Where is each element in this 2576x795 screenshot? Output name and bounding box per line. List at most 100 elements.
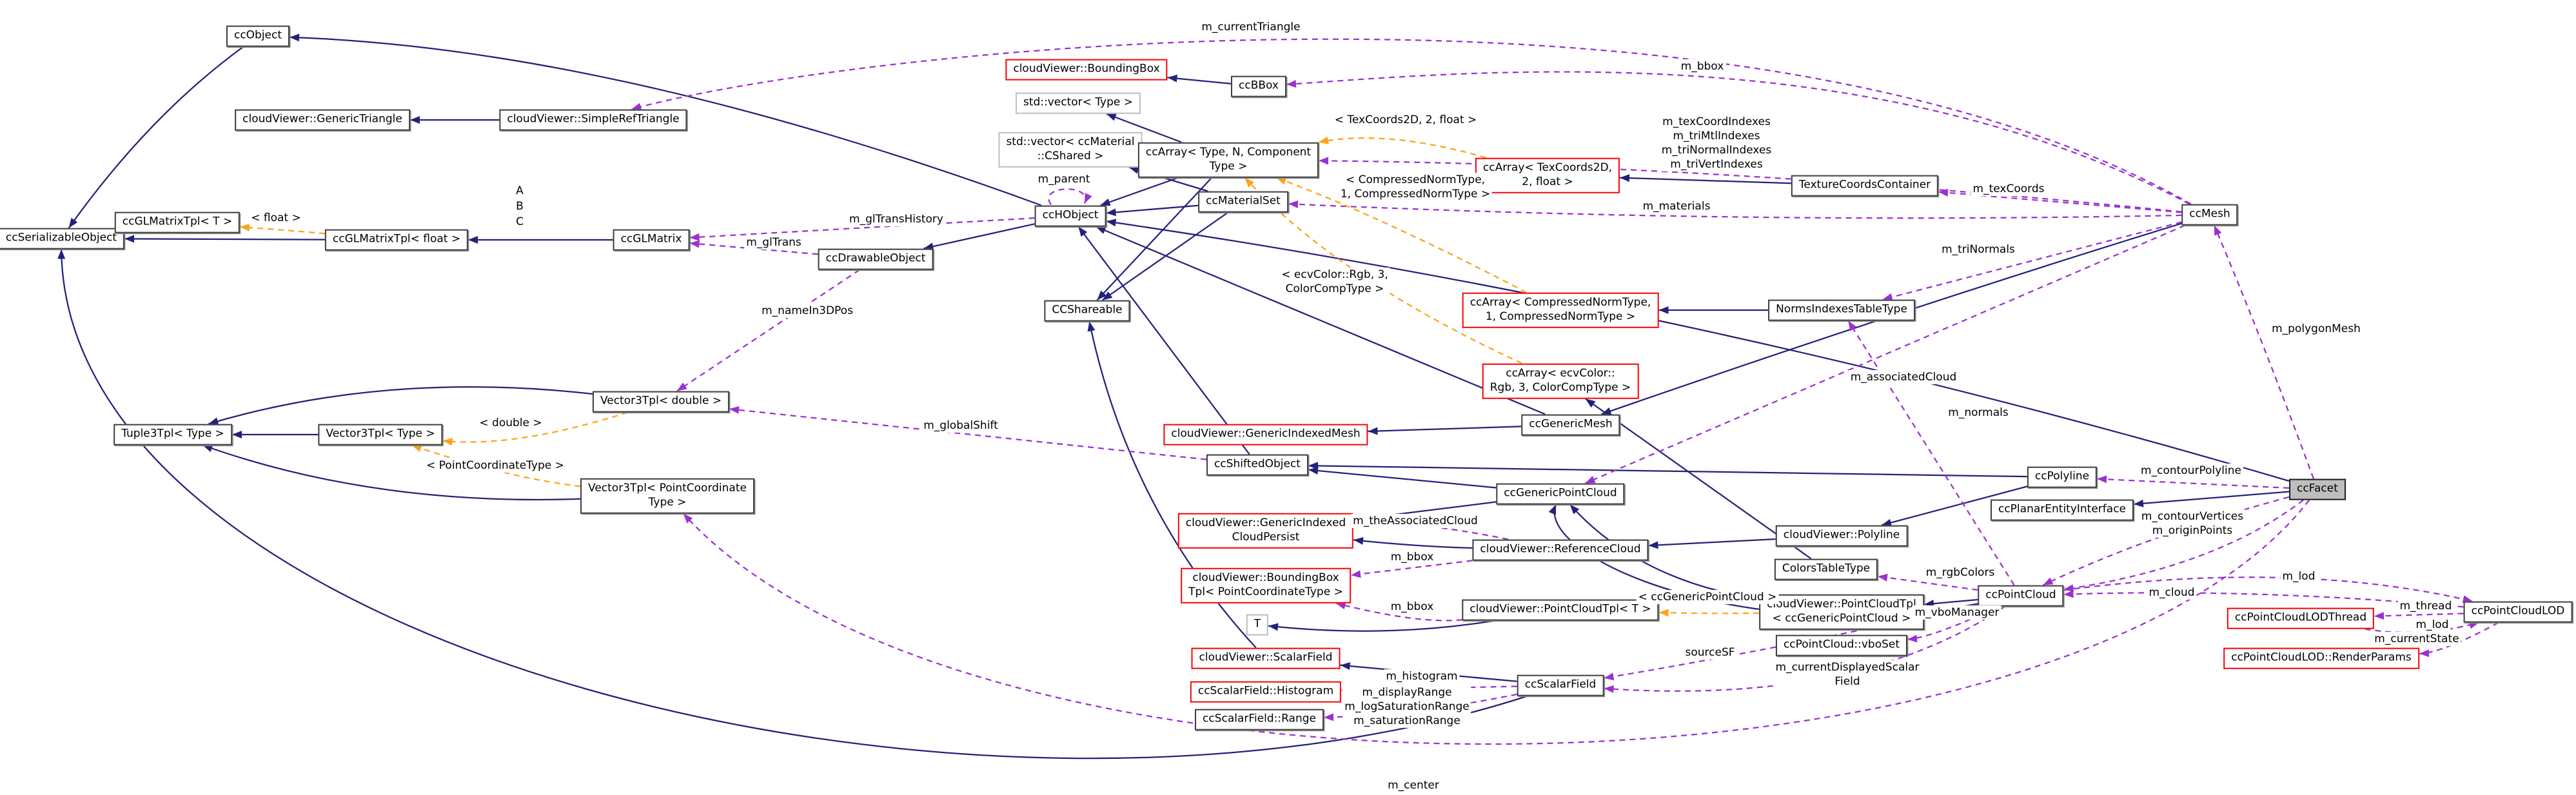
node-BBoxTpl[interactable]: cloudViewer::BoundingBox Tpl< PointCoord… [1181, 567, 1351, 604]
node-stdvector_T[interactable]: std::vector< Type > [1015, 92, 1141, 114]
node-simpleRefTriangle[interactable]: cloudViewer::SimpleRefTriangle [499, 109, 687, 131]
node-ccFacet[interactable]: ccFacet [2289, 478, 2346, 500]
edge-ScalarField_cv-CCShareable [1087, 321, 1257, 649]
edge-ccMesh-ccBBox [1286, 71, 2190, 205]
edge-ccPointCloud-NormsIndexesTableType [1847, 320, 2015, 586]
node-ccPlanarEntityInterface[interactable]: ccPlanarEntityInterface [1990, 499, 2134, 521]
edge-ccGenericPointCloud-ccShiftedObject [1308, 467, 1497, 489]
edge-ccDrawableObject-Vector3Tpl_d [676, 269, 860, 392]
edge-letter-label: C [514, 214, 526, 230]
node-ccMesh[interactable]: ccMesh [2181, 204, 2238, 226]
edge-ccArray_gen-CCShareable [1096, 177, 1213, 301]
edge-label-m_currentTriangle: m_currentTriangle [1199, 19, 1303, 35]
edge-label-m_vboManager: m_vboManager [1912, 605, 2001, 620]
edge-ccArray_gen-stdvector_T [1106, 113, 1182, 143]
node-ccArray_tex[interactable]: ccArray< TexCoords2D, 2, float > [1475, 157, 1620, 193]
edge-ccBBox-bbox_red [1167, 74, 1232, 84]
edge-ccScalarField-ccSerializableObject [57, 249, 1528, 760]
edge-label-m_nameIn3DPos: m_nameIn3DPos [760, 303, 855, 319]
edge-label-m_histogram: m_histogram [1384, 669, 1460, 684]
node-ScalarField_cv[interactable]: cloudViewer::ScalarField [1191, 647, 1341, 669]
edge-ccFacet-ccHObject [1106, 219, 2290, 482]
node-genericTriangle[interactable]: cloudViewer::GenericTriangle [235, 109, 410, 131]
edge-ccMesh-ccGenericPointCloud [1585, 224, 2186, 484]
edge-ccArray_tex-ccArray_gen [1318, 136, 1486, 159]
edge-ccGenericMesh-ccHObject [1096, 226, 1546, 415]
node-ccGenericMesh[interactable]: ccGenericMesh [1521, 414, 1620, 436]
edge-label-< TexCoords2D, 2, float >: < TexCoords2D, 2, float > [1332, 112, 1479, 128]
node-ccMaterialSet[interactable]: ccMaterialSet [1198, 191, 1288, 213]
node-ccGLMatrixTpl_float[interactable]: ccGLMatrixTpl< float > [324, 229, 469, 251]
edge-ccGLMatrixTpl_float-ccGLMatrixTpl_T [239, 223, 326, 235]
edge-label-< double >: < double > [477, 415, 544, 431]
node-ccGLMatrixTpl_T[interactable]: ccGLMatrixTpl< T > [114, 211, 241, 233]
node-ccGLMatrix[interactable]: ccGLMatrix [613, 229, 690, 251]
node-ccArray_gen[interactable]: ccArray< Type, N, Component Type > [1137, 142, 1319, 178]
edge-label-m_texCoordIndexes: m_texCoordIndexes m_triMtlIndexes m_triN… [1659, 114, 1774, 172]
edge-Polyline_cv-ReferenceCloud [1648, 538, 1776, 549]
edge-label-m_lod: m_lod [2414, 617, 2451, 633]
node-ccDrawableObject[interactable]: ccDrawableObject [818, 248, 934, 270]
node-bbox_red[interactable]: cloudViewer::BoundingBox [1005, 59, 1168, 81]
node-ccArray_rgb[interactable]: ccArray< ecvColor:: Rgb, 3, ColorCompTyp… [1482, 363, 1639, 399]
node-ccPointCloudLOD[interactable]: ccPointCloudLOD [2463, 601, 2573, 623]
node-CCShareable[interactable]: CCShareable [1044, 300, 1130, 322]
node-PointCloudTpl_T[interactable]: cloudViewer::PointCloudTpl< T > [1462, 599, 1659, 621]
edge-ccMesh-NormsIndexesTableType [1882, 221, 2182, 301]
edge-letter-label: B [514, 199, 526, 214]
edge-ccPointCloud-PointCloudTpl_cc [1923, 598, 1978, 608]
node-T_node[interactable]: T [1246, 614, 1269, 636]
node-ccHObject[interactable]: ccHObject [1034, 205, 1106, 227]
node-SF_Range[interactable]: ccScalarField::Range [1195, 709, 1324, 731]
node-Vector3Tpl_T[interactable]: Vector3Tpl< Type > [318, 424, 443, 446]
node-ccObject[interactable]: ccObject [226, 25, 290, 47]
edge-label-m_glTrans: m_glTrans [744, 235, 803, 250]
node-Vector3Tpl_d[interactable]: Vector3Tpl< double > [592, 391, 730, 413]
node-Polyline_cv[interactable]: cloudViewer::Polyline [1775, 525, 1908, 547]
node-GenericIndexedMesh[interactable]: cloudViewer::GenericIndexedMesh [1163, 424, 1368, 446]
edge-label-m_glTransHistory: m_glTransHistory [847, 211, 945, 227]
node-ccSerializableObject[interactable]: ccSerializableObject [0, 228, 125, 250]
node-ccPolyline[interactable]: ccPolyline [2027, 466, 2098, 488]
node-stdvector_mat[interactable]: std::vector< ccMaterial ::CShared > [998, 132, 1143, 168]
node-ccScalarField[interactable]: ccScalarField [1517, 674, 1604, 696]
edge-Vector3Tpl_d-Vector3Tpl_T [442, 411, 628, 446]
node-Vector3Tpl_p[interactable]: Vector3Tpl< PointCoordinate Type > [580, 478, 754, 514]
node-NormsIndexesTableType[interactable]: NormsIndexesTableType [1768, 299, 1915, 321]
edge-ccFacet-ccPolyline [2096, 475, 2290, 489]
edge-ccPointCloudLOD-LODThread [2374, 612, 2464, 620]
edge-ReferenceCloud-GICloudPersist [1353, 536, 1473, 549]
node-RenderParams[interactable]: ccPointCloudLOD::RenderParams [2223, 647, 2419, 669]
node-Tuple3Tpl[interactable]: Tuple3Tpl< Type > [113, 424, 232, 446]
edge-ccMesh-ccMaterialSet [1288, 200, 2182, 219]
node-ccBBox[interactable]: ccBBox [1231, 75, 1286, 97]
edge-label-< PointCoordinateType >: < PointCoordinateType > [424, 458, 566, 473]
edge-ccFacet-ccMesh [2213, 225, 2315, 479]
node-ccPointCloud[interactable]: ccPointCloud [1978, 585, 2064, 607]
edge-label-m_triNormals: m_triNormals [1940, 242, 2017, 257]
node-SF_Histogram[interactable]: ccScalarField::Histogram [1190, 681, 1342, 703]
edge-label-m_contourPolyline: m_contourPolyline [2139, 463, 2243, 478]
node-ccShiftedObject[interactable]: ccShiftedObject [1206, 454, 1308, 476]
node-LODThread[interactable]: ccPointCloudLODThread [2227, 607, 2375, 629]
edge-ccArray_gen-ccHObject [1100, 177, 1179, 206]
edge-label-m_lod: m_lod [2280, 569, 2317, 584]
edge-label-m_theAssociatedCloud: m_theAssociatedCloud [1351, 513, 1480, 529]
edge-PointCloudTpl_T-T_node [1268, 620, 1495, 632]
node-GICloudPersist[interactable]: cloudViewer::GenericIndexed CloudPersist [1177, 513, 1354, 549]
node-ColorsTableType[interactable]: ColorsTableType [1774, 558, 1878, 580]
node-ccGenericPointCloud[interactable]: ccGenericPointCloud [1496, 483, 1625, 505]
node-ReferenceCloud[interactable]: cloudViewer::ReferenceCloud [1472, 539, 1649, 561]
node-vboSet[interactable]: ccPointCloud::vboSet [1775, 634, 1908, 656]
edge-ccHObject-ccObject [289, 34, 1042, 206]
node-TextureCoordsContainer[interactable]: TextureCoordsContainer [1791, 175, 1939, 197]
edge-ccHObject-ccDrawableObject [923, 223, 1035, 251]
node-ccArray_norm[interactable]: ccArray< CompressedNormType, 1, Compress… [1462, 292, 1659, 328]
node-PointCloudTpl_cc[interactable]: cloudViewer::PointCloudTpl < ccGenericPo… [1759, 594, 1924, 630]
edge-label-sourceSF: sourceSF [1683, 645, 1737, 660]
edge-ccGenericMesh-GenericIndexedMesh [1368, 426, 1522, 435]
edge-label-m_currentDisplayedScalar: m_currentDisplayedScalar Field [1773, 660, 1922, 689]
edge-label-< ecvColor::Rgb, 3,: < ecvColor::Rgb, 3, ColorCompType > [1279, 267, 1390, 297]
edge-ccPointCloud-ColorsTableType [1877, 573, 1978, 591]
